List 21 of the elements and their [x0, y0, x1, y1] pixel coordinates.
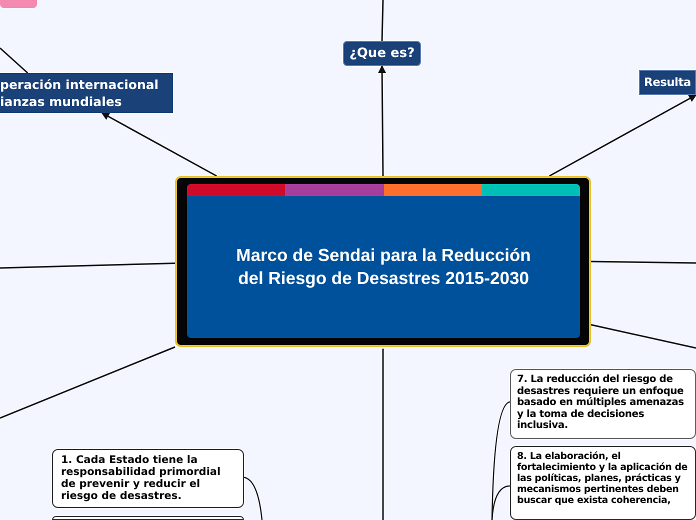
topic-box [0, 0, 37, 8]
connector-line [549, 94, 696, 177]
connector-line [0, 346, 176, 419]
connector-line [0, 262, 176, 269]
subtopic-box: 8. La elaboración, el fortalecimiento y la aplicación de las políticas, planes, prácticas y mecanismos pertinentes deben buscar que exista coherencia, [510, 446, 696, 520]
topic-box: Resulta [639, 70, 696, 95]
connector-line [378, 65, 386, 176]
subtopic-box: 1. Cada Estado tiene la responsabilidad primordial de prevenir y reducir el riesgo de desastres. [52, 449, 244, 508]
connector-line [382, 348, 384, 520]
subtopic-box: 7. La reducción del riesgo de desastres requiere un enfoque basado en múltiples amenazas y la toma de decisiones inclusiva. [510, 369, 696, 439]
subtopic-box [52, 516, 244, 520]
connector-line [590, 324, 696, 349]
connector-line [381, 0, 384, 42]
topic-box: ¿Que es? [343, 41, 421, 66]
central-topic-text: Marco de Sendai para la Reducción del Riesgo de Desastres 2015-2030 [235, 244, 532, 290]
connector-line [491, 485, 510, 520]
connector-line [244, 476, 263, 520]
topic-box: peración internacional ianzas mundiales [0, 73, 173, 113]
connector-line [101, 112, 217, 177]
connector-line [590, 260, 696, 264]
connector-line [0, 47, 28, 74]
